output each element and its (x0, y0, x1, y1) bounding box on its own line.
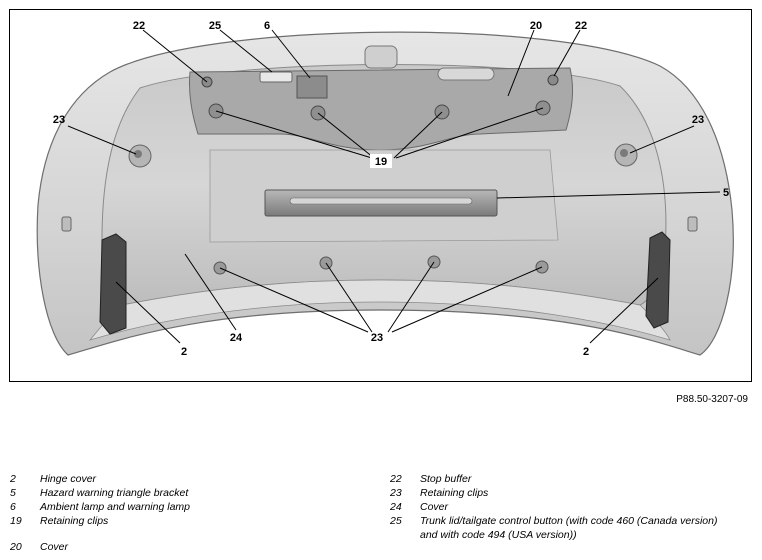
callout-numbers: 22 25 6 20 22 23 23 19 5 2 24 23 2 (53, 20, 729, 358)
legend-item: 2 Hinge cover (10, 472, 380, 486)
bracket-slot (289, 197, 473, 205)
callout-23-bottom: 23 (371, 332, 383, 344)
callout-22-right: 22 (575, 20, 587, 32)
legend-text: Stop buffer (420, 473, 472, 485)
legend-number: 23 (390, 487, 402, 499)
callout-6: 6 (264, 20, 270, 32)
legend-number: 19 (10, 515, 22, 527)
legend-item: 24 Cover (390, 500, 730, 514)
legend-number: 5 (10, 487, 16, 499)
control-button (259, 71, 293, 83)
legend-item: 5 Hazard warning triangle bracket (10, 486, 380, 500)
retaining-clip-23-right-core (620, 149, 628, 157)
hinge-cover-right (645, 231, 671, 329)
callout-2-right: 2 (583, 346, 589, 358)
legend-item: 25 Trunk lid/tailgate control button (wi… (390, 514, 730, 542)
legend-item: 22 Stop buffer (390, 472, 730, 486)
lid-lower-rim (88, 279, 671, 341)
legend-column-right: 22 Stop buffer 23 Retaining clips 24 Cov… (390, 472, 730, 542)
stop-buffer-right (547, 74, 559, 86)
legend-item: 19 Retaining clips (10, 514, 380, 528)
callout-23-left: 23 (53, 114, 65, 126)
legend-text: Retaining clips (40, 515, 109, 527)
callout-2-left: 2 (181, 346, 187, 358)
top-light-slot (437, 67, 495, 81)
callout-5: 5 (723, 187, 729, 199)
legend-text: Hazard warning triangle bracket (40, 487, 189, 499)
callout-19: 19 (375, 156, 387, 168)
callout-24: 24 (230, 332, 243, 344)
legend-number: 24 (390, 501, 402, 513)
legend-column-left: 2 Hinge cover 5 Hazard warning triangle … (10, 472, 380, 554)
legend-text: Trunk lid/tailgate control button (with … (420, 515, 718, 541)
legend-text: Ambient lamp and warning lamp (40, 501, 190, 513)
callout-19-bg (370, 154, 392, 168)
figure-reference-code: P88.50-3207-09 (676, 394, 748, 405)
side-latch-left (61, 216, 72, 232)
callout-20: 20 (530, 20, 542, 32)
ambient-lamp (296, 75, 328, 99)
legend-number: 25 (390, 515, 402, 527)
callout-22-left: 22 (133, 20, 145, 32)
legend-number: 20 (10, 541, 22, 553)
leader-lines (67, 29, 721, 344)
legend-text: Cover (40, 541, 69, 553)
callout-25: 25 (209, 20, 221, 32)
retaining-clip-23-left-core (134, 150, 142, 158)
callout-23-right: 23 (692, 114, 704, 126)
legend-text: Retaining clips (420, 487, 489, 499)
hinge-cover-left (99, 233, 127, 335)
side-latch-right (687, 216, 698, 232)
legend-number: 6 (10, 501, 16, 513)
trunk-lid-diagram: 22 25 6 20 22 23 23 19 5 2 24 23 2 (9, 9, 752, 382)
top-handle (364, 45, 398, 69)
trunk-lid-illustration: 22 25 6 20 22 23 23 19 5 2 24 23 2 (36, 20, 734, 358)
legend-item: 6 Ambient lamp and warning lamp (10, 500, 380, 514)
legend-text: Hinge cover (40, 473, 97, 485)
legend-number: 22 (390, 473, 402, 485)
legend-text: Cover (420, 501, 449, 513)
legend-item: 23 Retaining clips (390, 486, 730, 500)
legend-number: 2 (10, 473, 16, 485)
legend-item: 20 Cover (10, 540, 380, 554)
